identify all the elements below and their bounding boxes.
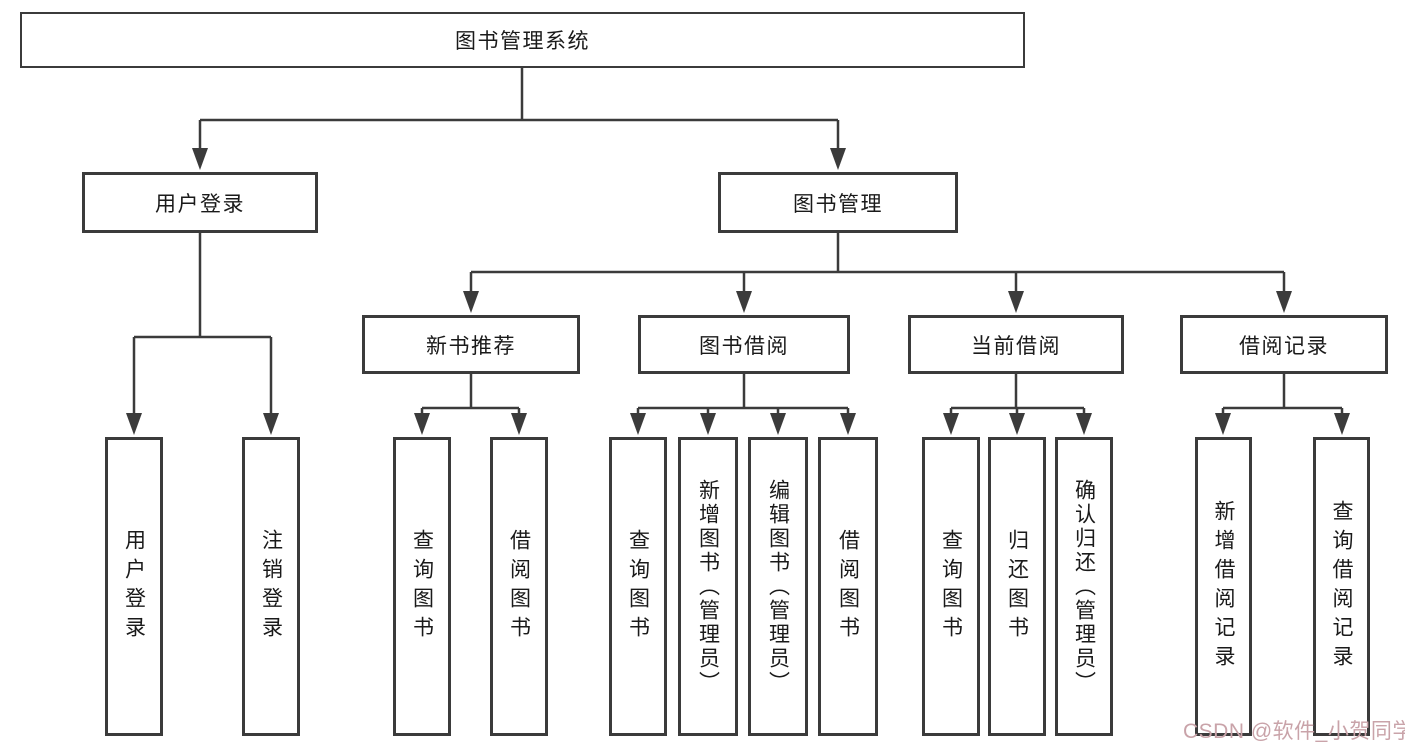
arrow-down-icon [1076,413,1092,435]
arrow-down-icon [126,413,142,435]
leaf-label: 借阅图书 [507,528,531,645]
leaf-query-books-borrow: 查询图书 [609,437,667,736]
connector-user-login-children [126,233,279,435]
arrow-down-icon [414,413,430,435]
leaf-label: 查询图书 [626,528,650,645]
arrow-down-icon [263,413,279,435]
leaf-query-borrow-record: 查询借阅记录 [1313,437,1370,736]
node-book-management: 图书管理 [718,172,958,233]
leaf-label: 新增借阅记录 [1212,499,1235,674]
leaf-label: 新增图书（管理员） [696,478,720,695]
csdn-watermark: CSDN @软件_小贺同学 [1183,720,1405,743]
leaf-borrow-books-recommend: 借阅图书 [490,437,548,736]
leaf-label: 查询借阅记录 [1330,499,1353,674]
connector-book-management-children [463,233,1292,313]
leaf-label: 归还图书 [1005,528,1029,645]
connector-borrow-records-children [1215,374,1350,435]
leaf-label: 编辑图书（管理员） [766,478,790,695]
arrow-down-icon [1334,413,1350,435]
node-label: 当前借阅 [971,334,1061,358]
node-label: 图书管理 [793,192,883,216]
leaf-logout: 注销登录 [242,437,300,736]
leaf-label: 借阅图书 [836,528,860,645]
arrow-down-icon [511,413,527,435]
arrow-down-icon [1215,413,1231,435]
arrow-down-icon [770,413,786,435]
leaf-edit-book-admin: 编辑图书（管理员） [748,437,808,736]
node-label: 借阅记录 [1239,334,1329,358]
node-user-login: 用户登录 [82,172,318,233]
arrow-down-icon [700,413,716,435]
arrow-down-icon [830,148,846,170]
arrow-down-icon [840,413,856,435]
node-borrowing-records: 借阅记录 [1180,315,1388,374]
leaf-borrow-books: 借阅图书 [818,437,878,736]
arrow-down-icon [192,148,208,170]
node-label: 新书推荐 [426,334,516,358]
node-label: 用户登录 [155,192,245,216]
arrow-down-icon [463,291,479,313]
node-library-management-system: 图书管理系统 [20,12,1025,68]
arrow-down-icon [1008,291,1024,313]
leaf-query-books-recommend: 查询图书 [393,437,451,736]
leaf-add-borrow-record: 新增借阅记录 [1195,437,1252,736]
node-current-borrowing: 当前借阅 [908,315,1124,374]
arrow-down-icon [1276,291,1292,313]
node-label: 图书借阅 [699,334,789,358]
leaf-label: 确认归还（管理员） [1072,478,1096,695]
leaf-label: 查询图书 [939,528,963,645]
connector-new-book-children [414,374,527,435]
leaf-confirm-return-admin: 确认归还（管理员） [1055,437,1113,736]
leaf-user-login: 用户登录 [105,437,163,736]
node-label: 图书管理系统 [455,30,590,53]
leaf-label: 注销登录 [259,528,283,645]
leaf-add-book-admin: 新增图书（管理员） [678,437,738,736]
node-book-borrowing: 图书借阅 [638,315,850,374]
arrow-down-icon [943,413,959,435]
leaf-label: 用户登录 [122,528,146,645]
leaf-query-books-current: 查询图书 [922,437,980,736]
connector-current-borrow-children [943,374,1092,435]
leaf-return-books: 归还图书 [988,437,1046,736]
leaf-label: 查询图书 [410,528,434,645]
arrow-down-icon [736,291,752,313]
node-new-book-recommendation: 新书推荐 [362,315,580,374]
arrow-down-icon [630,413,646,435]
connector-root-to-level2 [192,67,846,170]
arrow-down-icon [1009,413,1025,435]
connector-book-borrow-children [630,374,856,435]
